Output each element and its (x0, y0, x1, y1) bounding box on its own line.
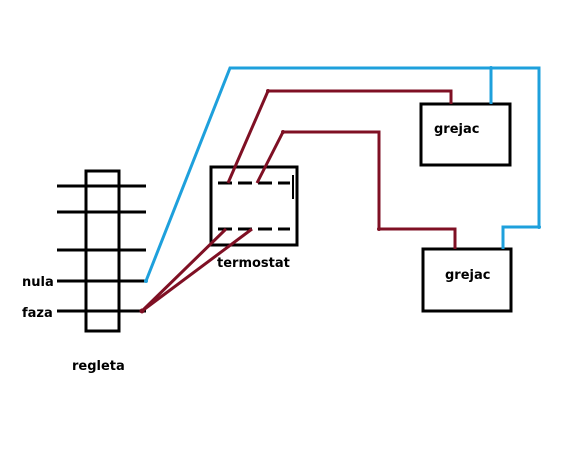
thermostat (209, 165, 299, 247)
label-heater-bottom: grejac (445, 268, 490, 283)
phase-wire-to-heater-top (226, 89, 453, 184)
terminal-block (57, 169, 146, 333)
wire-junctions (139, 66, 541, 314)
label-nula: nula (22, 275, 54, 290)
junction-dot (266, 89, 270, 93)
junction-dot (281, 130, 285, 134)
label-regleta: regleta (72, 359, 125, 374)
junction-dot (144, 279, 148, 283)
label-termostat: termostat (217, 256, 290, 271)
junction-dot (377, 227, 381, 231)
junction-dot (489, 66, 493, 70)
junction-dot (537, 225, 541, 229)
heater-bottom-body (421, 247, 513, 313)
neutral-wire-main (144, 66, 541, 282)
phase-wire-to-thermostat-a (140, 227, 228, 313)
label-faza: faza (22, 306, 53, 321)
neutral-wiring (144, 66, 541, 282)
junction-dot (139, 308, 145, 314)
phase-wire-to-thermostat-b (141, 227, 253, 313)
label-heater-top: grejac (434, 122, 479, 137)
phase-wire-to-heater-bottom (255, 130, 457, 249)
phase-wiring (140, 89, 457, 313)
heater-top-body (419, 102, 512, 167)
thermostat-body (209, 165, 299, 247)
